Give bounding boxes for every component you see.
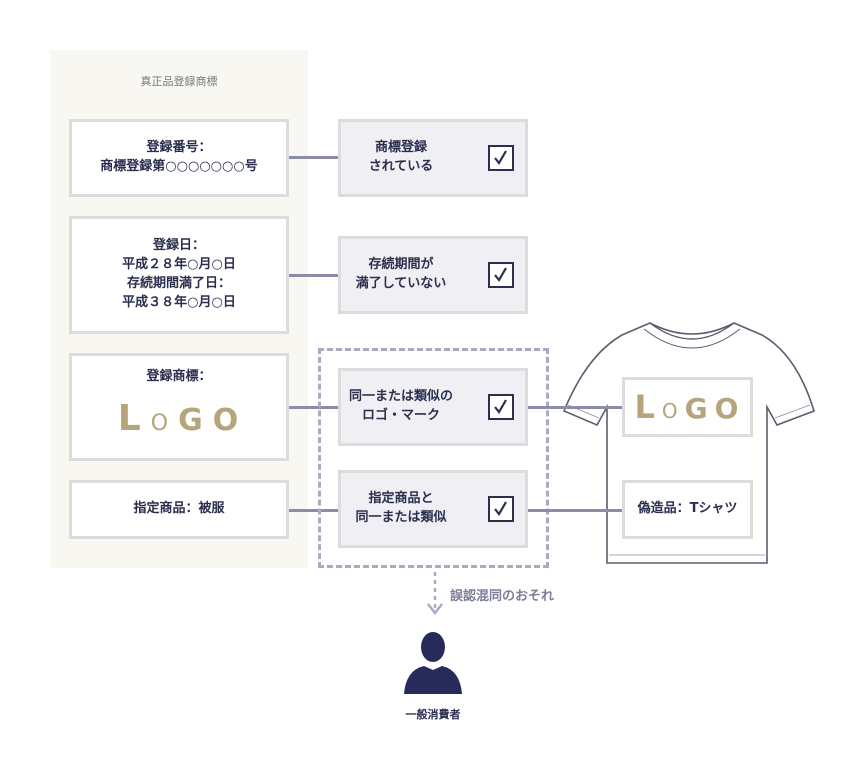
connector-line xyxy=(289,406,338,409)
expiration-date-value: 平成３８年○月○日 xyxy=(122,294,236,310)
registered-mark-label: 登録商標： xyxy=(146,369,212,385)
check-not-expired: 存続期間が 満了していない xyxy=(338,236,528,314)
counterfeit-logo-box: L O G O xyxy=(622,377,753,437)
registration-number-label: 登録番号： xyxy=(146,140,212,156)
check-similar-mark-line2: ロゴ・マーク xyxy=(361,408,440,423)
counterfeit-logo: L O G O xyxy=(635,384,741,430)
designated-goods-box: 指定商品：被服 xyxy=(69,480,289,539)
checkmark-icon xyxy=(488,394,514,420)
counterfeit-goods-text: 偽造品：Tシャツ xyxy=(637,501,738,517)
registered-logo: L O G O xyxy=(118,393,240,445)
logo-letter-o: O xyxy=(212,403,241,439)
check-not-expired-line2: 満了していない xyxy=(355,276,447,291)
connector-line xyxy=(289,156,338,159)
registration-number-box: 登録番号： 商標登録第○○○○○○○号 xyxy=(69,119,289,197)
panel-title: 真正品登録商標 xyxy=(140,75,218,88)
confusion-caption: 誤認混同のおそれ xyxy=(450,589,555,604)
check-similar-goods-line1: 指定商品と xyxy=(368,491,434,507)
consumer-label: 一般消費者 xyxy=(405,708,461,721)
logo-letter-g: G xyxy=(178,403,205,439)
check-not-expired-line1: 存続期間が xyxy=(368,257,434,273)
expiration-date-label: 存続期間満了日： xyxy=(126,276,231,291)
registration-date-label: 登録日： xyxy=(152,238,205,254)
logo-letter-o: O xyxy=(714,391,741,425)
registration-dates-box: 登録日： 平成２８年○月○日 存続期間満了日： 平成３８年○月○日 xyxy=(69,216,289,334)
checkmark-icon xyxy=(488,145,514,171)
registration-date-value: 平成２８年○月○日 xyxy=(122,257,236,273)
designated-goods-text: 指定商品：被服 xyxy=(133,501,225,517)
check-registered-line2: されている xyxy=(368,159,434,174)
check-registered: 商標登録 されている xyxy=(338,119,528,197)
similarity-frame xyxy=(318,348,549,568)
connector-line xyxy=(528,509,622,512)
checkmark-icon xyxy=(488,262,514,288)
arrow-down-icon xyxy=(427,572,443,616)
logo-letter-l: L xyxy=(634,387,657,426)
check-similar-mark-line1: 同一または類似の xyxy=(348,389,453,405)
check-similar-mark: 同一または類似の ロゴ・マーク xyxy=(338,368,528,446)
registered-mark-box: 登録商標： L O G O xyxy=(69,353,289,461)
logo-letter-g: G xyxy=(684,391,710,425)
counterfeit-goods-box: 偽造品：Tシャツ xyxy=(622,480,753,539)
person-icon xyxy=(404,632,462,694)
connector-line xyxy=(289,509,338,512)
check-similar-goods: 指定商品と 同一または類似 xyxy=(338,470,528,548)
check-similar-goods-line2: 同一または類似 xyxy=(355,510,447,525)
logo-letter-l: L xyxy=(117,398,143,440)
logo-letter-o-small: O xyxy=(661,398,680,423)
registration-number-value: 商標登録第○○○○○○○号 xyxy=(100,159,258,174)
checkmark-icon xyxy=(488,496,514,522)
connector-line xyxy=(528,406,622,409)
logo-letter-o-small: O xyxy=(150,411,171,437)
check-registered-line1: 商標登録 xyxy=(374,140,427,156)
connector-line xyxy=(289,274,338,277)
